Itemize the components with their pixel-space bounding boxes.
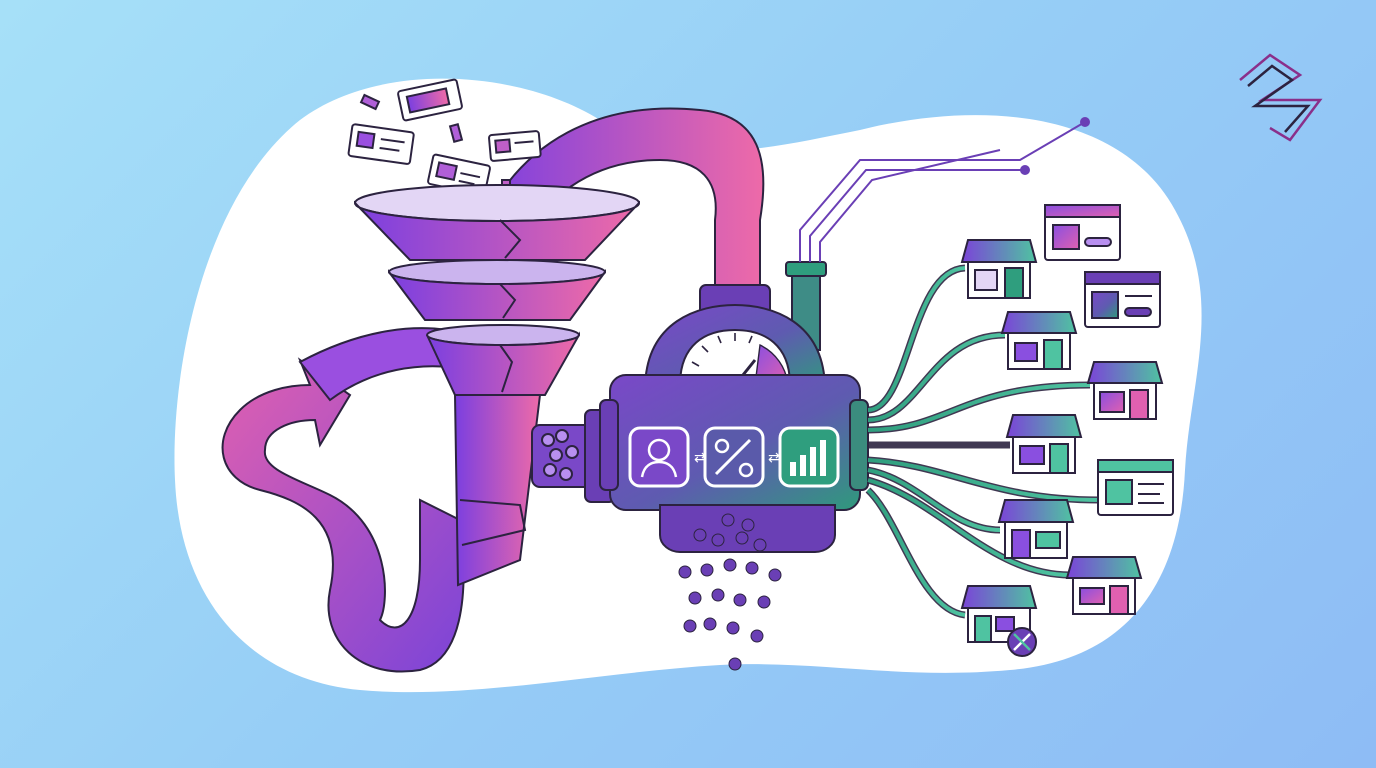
funnel-icon <box>353 184 641 587</box>
storefront-icon <box>1065 556 1143 615</box>
storefront-icon <box>997 499 1075 559</box>
output-particles <box>678 513 782 671</box>
svg-text:⇄: ⇄ <box>694 450 706 466</box>
storefront-icon <box>1000 311 1078 370</box>
browser-window-icon <box>1097 459 1174 516</box>
storefront-icon <box>1086 361 1164 420</box>
bar-chart-icon <box>778 426 840 488</box>
wrench-screwdriver-icon <box>1007 627 1037 657</box>
browser-window-icon <box>1044 204 1121 261</box>
storefront-icon <box>1005 414 1083 474</box>
gears-wrench-icon <box>703 426 765 488</box>
z-monogram-logo-icon <box>1239 53 1323 142</box>
user-icon <box>628 426 690 488</box>
svg-text:⇄: ⇄ <box>768 450 780 466</box>
browser-windows <box>1044 204 1174 516</box>
ribbon-arrow <box>221 107 765 673</box>
storefront-icon <box>960 239 1038 299</box>
signal-lines <box>799 117 1090 262</box>
distribution-branches <box>865 264 1101 619</box>
storefronts <box>960 239 1164 657</box>
browser-window-icon <box>1084 271 1161 328</box>
